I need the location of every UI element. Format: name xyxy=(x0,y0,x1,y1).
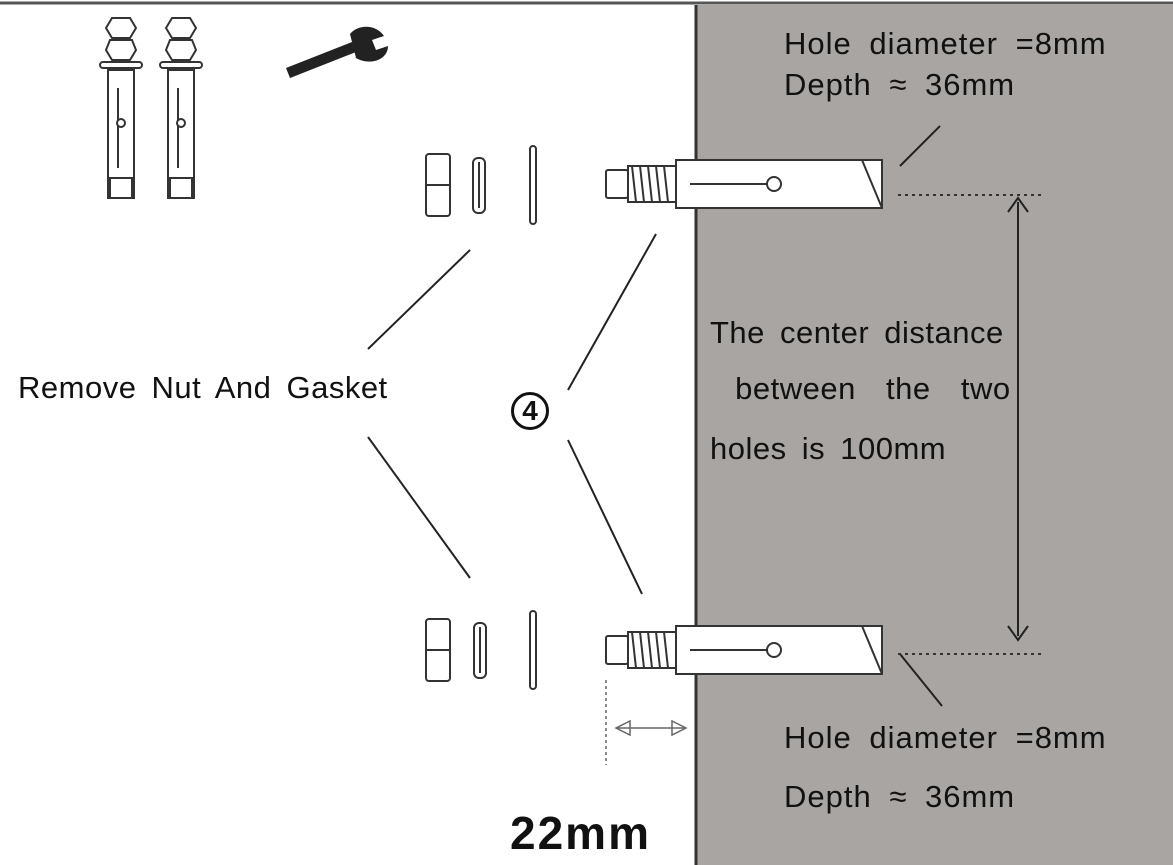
top-hole-depth-label: Depth ≈ 36mm xyxy=(784,67,1016,102)
top-hole-diameter-label: Hole diameter =8mm xyxy=(784,26,1107,61)
protrusion-dimension-label: 22mm xyxy=(510,807,651,859)
bottom-hole-diameter-label: Hole diameter =8mm xyxy=(784,720,1107,755)
center-distance-line-2: between the two xyxy=(720,371,1011,406)
remove-nut-gasket-label: Remove Nut And Gasket xyxy=(18,370,388,405)
protrusion-dimension xyxy=(605,680,688,765)
wall xyxy=(696,5,1173,865)
wrench-icon xyxy=(286,26,388,78)
step-number: 4 xyxy=(511,392,549,430)
expansion-bolt-icon xyxy=(99,17,203,199)
bottom-anchor-bolt xyxy=(605,625,883,675)
top-anchor-bolt xyxy=(605,159,883,209)
center-distance-line-3: holes is 100mm xyxy=(710,431,947,466)
center-distance-line-1: The center distance xyxy=(710,315,1004,350)
bottom-hole-depth-label: Depth ≈ 36mm xyxy=(784,779,1016,814)
leader-lines xyxy=(367,125,943,707)
bottom-hardware-set xyxy=(425,610,537,690)
center-distance-guides xyxy=(898,194,1045,655)
top-hardware-set xyxy=(425,145,537,225)
